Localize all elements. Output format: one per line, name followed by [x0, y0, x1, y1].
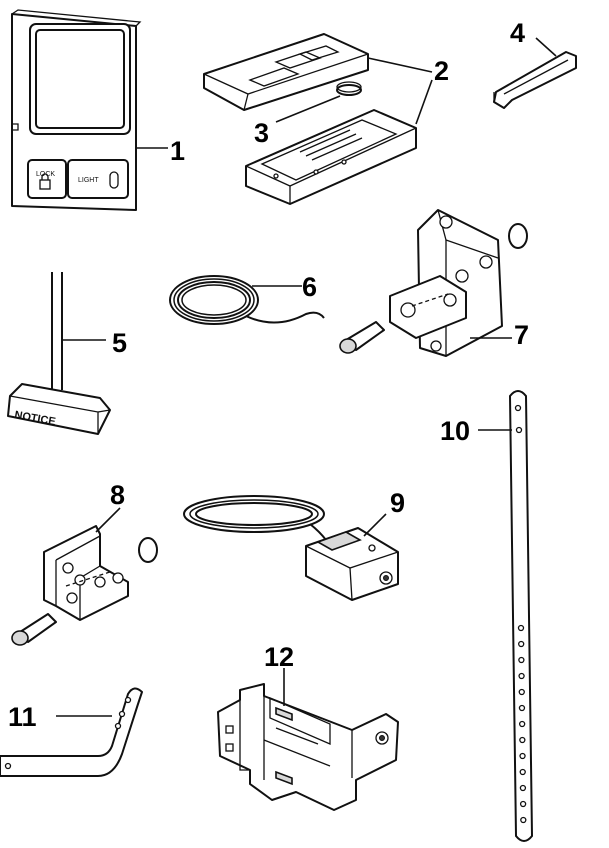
- rail-hole: [519, 768, 526, 776]
- lock-icon: [39, 179, 51, 190]
- label-1: 1: [170, 136, 185, 166]
- part-11-curved-door-arm: [0, 687, 143, 777]
- rail-hole: [519, 736, 526, 744]
- part-12-door-bracket-plate: [217, 683, 399, 811]
- label-6: 6: [302, 272, 317, 302]
- part-2-remote-transmitter: [203, 33, 417, 205]
- part-10-door-arm-rail: [509, 390, 533, 842]
- label-10: 10: [440, 416, 470, 446]
- label-5: 5: [112, 328, 127, 358]
- rail-hole: [519, 720, 526, 728]
- rail-hole: [518, 672, 525, 680]
- rail-hole: [518, 656, 525, 664]
- light-icon: [109, 171, 119, 189]
- rail-hole: [519, 784, 527, 792]
- rail-hole: [519, 800, 527, 808]
- label-4: 4: [510, 18, 525, 48]
- part-8-header-bracket: [11, 525, 158, 646]
- rail-hole: [518, 704, 526, 712]
- label-11: 11: [8, 702, 37, 732]
- part-7-door-bracket: [339, 209, 528, 357]
- part-4-visor-clip: [493, 51, 577, 109]
- rail-hole: [520, 816, 527, 824]
- label-9: 9: [390, 488, 405, 518]
- part-3-battery: [336, 84, 362, 96]
- rail-hole: [517, 624, 525, 632]
- part-6-wire-coil: [169, 275, 325, 325]
- label-2: 2: [434, 56, 449, 86]
- light-button-text: LIGHT: [78, 177, 99, 184]
- part-1-wall-control: LOCK LIGHT: [11, 9, 142, 211]
- rail-hole: [518, 640, 525, 648]
- rail-hole: [518, 688, 525, 696]
- rail-hole: [519, 752, 526, 760]
- label-8: 8: [110, 480, 125, 510]
- label-7: 7: [514, 320, 529, 350]
- part-9-safety-sensor: [183, 495, 399, 601]
- label-3: 3: [254, 118, 269, 148]
- lock-shackle-icon: [41, 173, 49, 180]
- part-5-notice-sign: NOTICE: [7, 272, 111, 435]
- label-12: 12: [264, 642, 294, 672]
